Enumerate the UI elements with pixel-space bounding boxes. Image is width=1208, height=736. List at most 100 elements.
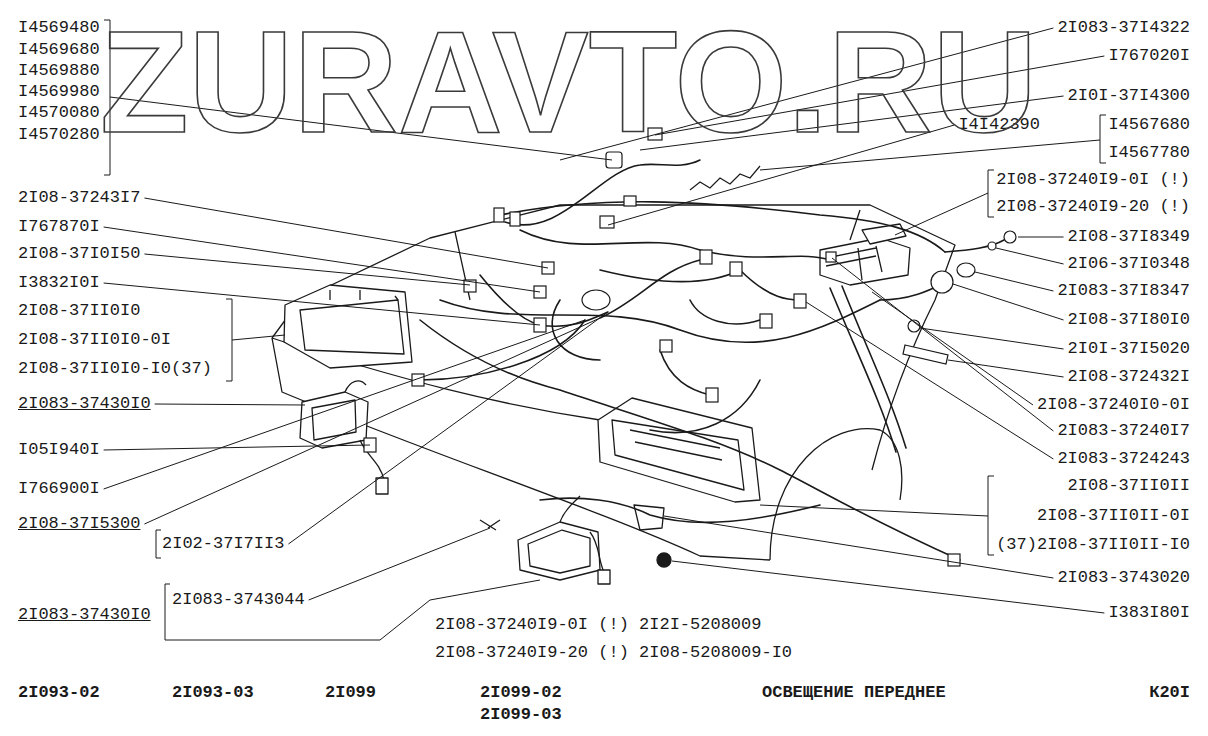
part-number: 2I08-37I80I0 <box>1068 310 1190 330</box>
part-number: I05I940I <box>18 440 100 460</box>
connector <box>730 262 742 276</box>
wire <box>600 260 700 318</box>
bracket-leader <box>760 476 994 555</box>
connector <box>510 212 520 226</box>
leader-line <box>1018 237 1064 238</box>
fog-lamp-lens <box>528 530 590 573</box>
part-number: 2I083-37I8347 <box>1057 281 1190 301</box>
part-number: I4570280 <box>18 125 100 145</box>
leader-line <box>664 516 1053 578</box>
part-number: 2I083-37430I0 <box>18 605 151 625</box>
part-number: 2I083-37430I0 <box>18 394 151 414</box>
model-code: 2I099-02 <box>480 683 562 703</box>
leader-line <box>288 312 608 544</box>
wire <box>842 286 906 448</box>
model-code: 2I099 <box>325 683 376 703</box>
bracket-leader <box>226 299 285 381</box>
part-number: 2I083-37240I7 <box>1057 421 1190 441</box>
connector <box>600 216 614 228</box>
leader-line <box>975 272 1053 291</box>
connector <box>760 314 772 328</box>
leader-line <box>832 258 1053 431</box>
leader-line <box>920 328 1064 349</box>
connector <box>706 388 718 402</box>
leader-line <box>104 283 540 325</box>
part-number: I4570080 <box>18 103 100 123</box>
part-number: 2I083-37I4322 <box>1057 18 1190 38</box>
fog-lamp-wire <box>560 496 604 572</box>
part-number: I766900I <box>18 479 100 499</box>
connector-block <box>862 224 906 244</box>
model-code: К20I <box>1149 683 1190 703</box>
connector <box>700 250 712 264</box>
fog-lamp <box>300 392 368 448</box>
wire <box>660 350 710 395</box>
watermark: ZURAVTO.RU <box>100 10 1037 155</box>
relay-block <box>820 238 910 285</box>
connector <box>494 208 504 222</box>
wheel-arch <box>770 429 902 560</box>
part-number: 2I08-37240I9-20 (!) <box>996 197 1190 217</box>
part-number: 2I083-3743020 <box>1057 568 1190 588</box>
part-number: 2I08-372432I <box>1068 367 1190 387</box>
part-number: I4567680 <box>1108 115 1190 135</box>
headlight-lens <box>300 300 404 354</box>
part-number: 2I08-37II0II-0I <box>1037 506 1190 526</box>
part-number: I4569480 <box>18 18 100 38</box>
part-number: I767870I <box>18 217 100 237</box>
leader-line <box>872 292 1033 405</box>
part-number: 2I08-37I8349 <box>1068 227 1190 247</box>
leader-line <box>309 528 490 600</box>
wire <box>830 288 896 452</box>
connector <box>660 340 672 352</box>
part-number: I3832I0I <box>18 273 100 293</box>
connector <box>794 294 806 308</box>
part-number: 2I08-37II0II <box>1068 476 1190 496</box>
wire <box>690 300 760 324</box>
part-number: 2I08-37240I9-0I (!) 2I2I-5208009 <box>435 615 761 635</box>
fog-lamp-lens <box>312 400 356 440</box>
leader-line <box>104 227 540 292</box>
wire <box>520 230 830 260</box>
wire <box>740 270 800 300</box>
part-number: 2I08-37243I7 <box>18 188 140 208</box>
headlight-detail <box>630 430 722 460</box>
hose <box>690 166 760 190</box>
bracket <box>156 530 161 558</box>
connector <box>624 196 636 206</box>
wire <box>945 240 1004 252</box>
leader-line <box>104 445 370 450</box>
wire <box>440 300 880 342</box>
part-number: I4569880 <box>18 61 100 81</box>
page-title: ОСВЕЩЕНИЕ ПЕРЕДНЕЕ <box>762 683 946 703</box>
part-number: 2I08-37II0I0 <box>18 301 140 321</box>
leader-line <box>672 561 1104 613</box>
fog-lamp <box>518 522 600 580</box>
part-number: 2I08-37240I9-20 (!) 2I08-5208009-I0 <box>435 643 792 663</box>
leader-line <box>806 302 1053 459</box>
part-number: 2I08-37I0I50 <box>18 244 140 264</box>
socket <box>957 263 975 277</box>
leader-line <box>144 198 548 268</box>
headlight-lens <box>612 420 744 490</box>
part-number: 2I083-3743044 <box>172 590 305 610</box>
part-number: 2I08-37II0I0-I0(37) <box>18 359 212 379</box>
leader-line <box>104 320 585 489</box>
model-code: 2I093-03 <box>172 683 254 703</box>
bumper <box>272 338 770 560</box>
leader-line <box>996 248 1064 264</box>
wire <box>505 160 700 225</box>
part-number: 2I06-37I0348 <box>1068 254 1190 274</box>
part-number: 2I083-3724243 <box>1057 449 1190 469</box>
connector <box>376 478 388 494</box>
wire-strip <box>903 345 948 364</box>
part-number: 2I08-37I5300 <box>18 514 140 534</box>
bracket-leader <box>895 170 994 235</box>
part-number: (37)2I08-37II0II-I0 <box>996 535 1190 555</box>
part-number: 2I08-37II0I0-0I <box>18 330 171 350</box>
part-number: I383I80I <box>1108 603 1190 623</box>
bulb <box>1004 231 1016 243</box>
connector <box>948 554 960 566</box>
part-number: 2I08-37240I9-0I (!) <box>996 170 1190 190</box>
model-code: 2I099-03 <box>480 705 562 725</box>
